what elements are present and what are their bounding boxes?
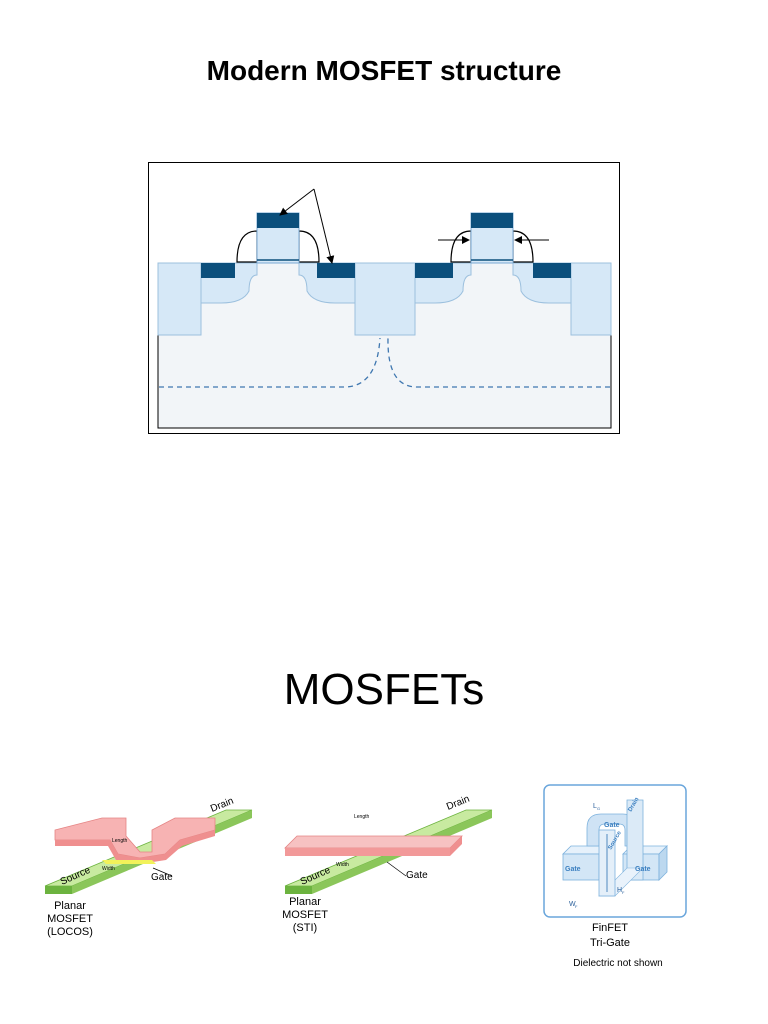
caption-finfet: FinFET Tri-Gate <box>576 921 644 951</box>
caption-line: MOSFET <box>47 913 93 925</box>
gate-poly-edge <box>55 830 215 864</box>
gate-poly <box>54 817 216 859</box>
cross-section-svg <box>157 188 612 429</box>
gate-poly <box>284 835 463 849</box>
gate-right-label: Gate <box>635 866 651 873</box>
gate-side <box>658 845 668 881</box>
lg-sub-label: G <box>597 806 600 811</box>
gate-pointer <box>386 861 407 877</box>
silicide-contact <box>415 263 453 278</box>
slide-title: MOSFETs <box>283 665 485 714</box>
gate-2-silicide <box>471 213 513 228</box>
gate-pointer <box>152 867 173 877</box>
sti-right <box>570 262 612 336</box>
gate-oxide <box>102 860 156 864</box>
caption-planar-sti: Planar MOSFET (STI) <box>275 896 335 935</box>
caption-line: (STI) <box>292 922 318 934</box>
gate-label: Gate <box>151 872 173 883</box>
caption-line: (LOCOS) <box>47 926 93 938</box>
length-label: Length <box>112 838 128 844</box>
gate-label: Gate <box>406 870 428 881</box>
finfet-svg: Gate Gate Gate Source Drain L G H F W F <box>543 784 687 918</box>
caption-line: Tri-Gate <box>590 937 630 949</box>
planar-sti-svg: Source Drain Gate Length Width <box>284 794 493 894</box>
caption-line: FinFET <box>591 922 629 934</box>
fin-back <box>626 799 644 881</box>
length-label: Length <box>354 814 370 820</box>
spacer <box>512 230 534 263</box>
gate-left-label: Gate <box>565 866 581 873</box>
caption-line: Planar <box>289 896 321 908</box>
strip-side <box>285 886 312 894</box>
gate-poly-edge <box>285 848 450 856</box>
silicide-contact <box>201 263 235 278</box>
dielectric-note: Dielectric not shown <box>573 958 663 969</box>
wf-label: W <box>569 901 576 908</box>
strip-side <box>45 886 72 894</box>
spacer <box>450 230 472 263</box>
silicide-contact <box>317 263 355 278</box>
width-label: Width <box>102 866 115 872</box>
planar-locos-illustration: Source Drain Gate Length Width <box>40 790 260 902</box>
spacer <box>298 230 320 263</box>
well-boundary-right <box>387 337 610 388</box>
planar-locos-svg: Source Drain Gate Length Width <box>44 796 253 894</box>
planar-sti-illustration: Source Drain Gate Length Width <box>280 790 500 902</box>
well-boundary-left <box>159 337 381 388</box>
spacer <box>236 230 258 263</box>
hf-sub-label: F <box>622 890 625 895</box>
sti-left <box>157 262 202 336</box>
pointer-arrow <box>313 188 335 264</box>
gate-left <box>562 853 600 881</box>
width-label: Width <box>336 862 349 868</box>
lg-label: L <box>593 803 597 810</box>
wf-sub-label: F <box>575 904 578 909</box>
caption-line: Planar <box>54 900 86 912</box>
gate-poly-side <box>450 836 462 856</box>
hf-label: H <box>617 887 622 894</box>
caption-planar-locos: Planar MOSFET (LOCOS) <box>40 900 100 939</box>
sti-center <box>354 262 416 336</box>
finfet-illustration: Gate Gate Gate Source Drain L G H F W F <box>543 784 687 918</box>
mosfet-cross-section-diagram <box>148 162 620 434</box>
caption-line: MOSFET <box>282 909 328 921</box>
silicide-contact <box>533 263 571 278</box>
pointer-arrow <box>279 188 315 216</box>
gate-top-label: Gate <box>604 822 620 829</box>
slide-title: Modern MOSFET structure <box>206 55 562 86</box>
gate-1-silicide <box>257 213 299 228</box>
slide-mosfets <box>0 512 768 1024</box>
